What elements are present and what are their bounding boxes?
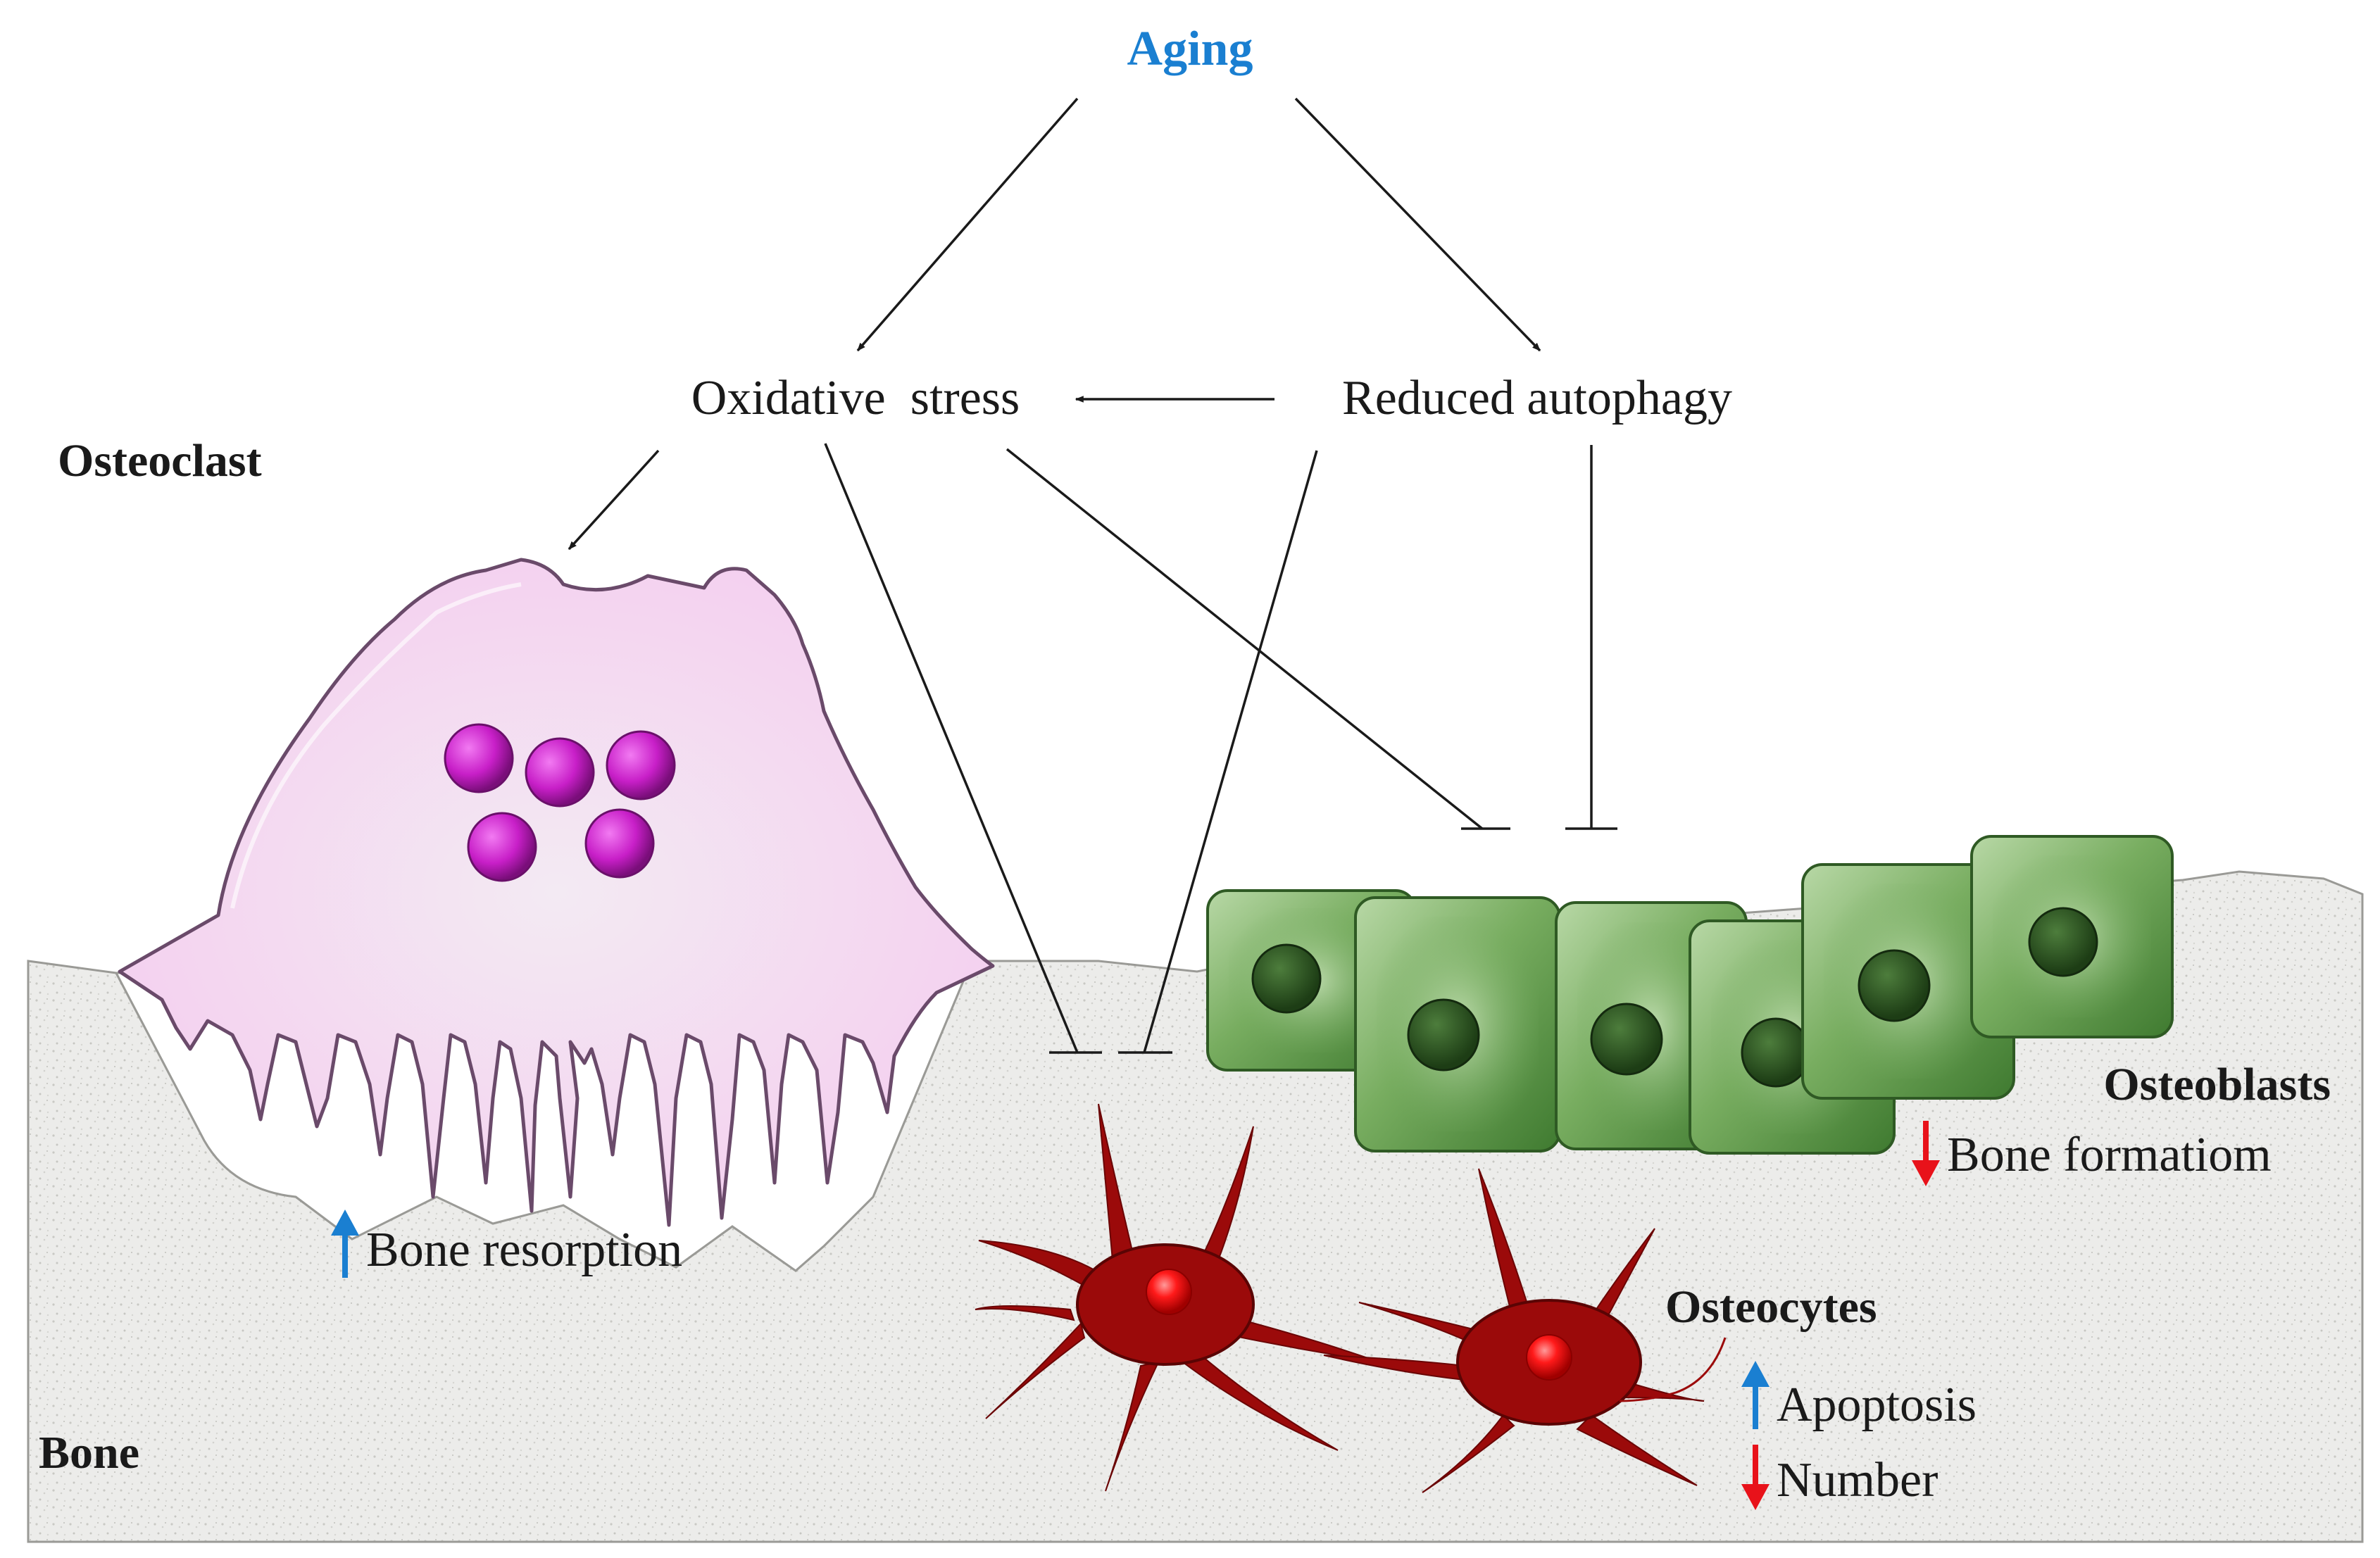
osteoclast-nuclei [444, 723, 676, 882]
label-bone: Bone [39, 1427, 139, 1478]
osteoclast-nucleus [444, 723, 514, 793]
inhibition-autophagy-to-osteocytes [1143, 450, 1318, 1053]
node-oxidative-stress: Oxidative stress [691, 371, 1020, 425]
osteoclast-nucleus [606, 730, 676, 800]
label-osteoclast: Osteoclast [58, 435, 262, 486]
osteoblast-layer [1206, 835, 2174, 1155]
node-reduced-autophagy: Reduced autophagy [1342, 371, 1732, 425]
osteoblast-cell [1970, 835, 2174, 1038]
down-arrow-icon [1912, 1121, 1940, 1186]
osteoblast-cell [1354, 896, 1561, 1152]
label-osteocytes: Osteocytes [1665, 1281, 1877, 1333]
node-aging: Aging [1127, 22, 1253, 76]
effect-number: Number [1777, 1453, 1938, 1507]
osteoclast-nucleus [467, 812, 537, 882]
up-arrow-icon [331, 1210, 359, 1278]
effect-bone-resorption: Bone resorption [366, 1223, 682, 1277]
up-arrow-icon [1741, 1361, 1770, 1429]
pathway-arrows [568, 97, 1541, 551]
osteocyte-cell [975, 1103, 1381, 1492]
down-arrow-icon [1741, 1445, 1770, 1510]
effect-bone-formation: Bone formatiom [1947, 1128, 2272, 1182]
osteocyte-label-connector [1619, 1337, 1727, 1402]
osteoclast-nucleus [584, 808, 655, 879]
osteoblast-cell [1801, 863, 2015, 1100]
arrow-oxidative-stress-to-osteoclast [568, 449, 660, 551]
osteoclast-cell [118, 558, 995, 1227]
label-osteoblasts: Osteoblasts [2103, 1059, 2331, 1110]
arrow-aging-to-oxidative-stress [856, 97, 1079, 352]
arrow-aging-to-reduced-autophagy [1294, 97, 1541, 352]
inhibition-oxidative-stress-to-osteoblasts [1006, 448, 1484, 830]
osteoclast-nucleus [525, 737, 595, 808]
osteocyte-cell [1323, 1168, 1705, 1493]
effect-apoptosis: Apoptosis [1777, 1378, 1977, 1432]
inhibition-oxidative-stress-to-osteocytes [824, 443, 1079, 1053]
inhibition-lines [824, 443, 1617, 1054]
